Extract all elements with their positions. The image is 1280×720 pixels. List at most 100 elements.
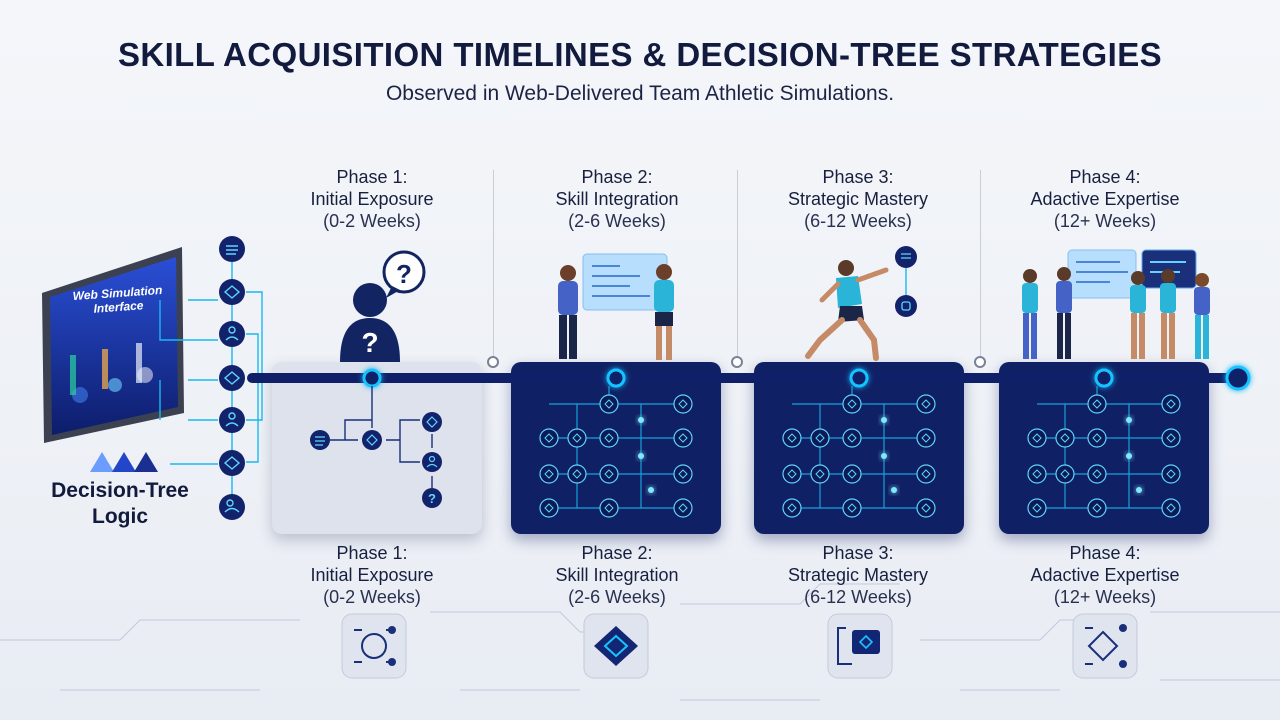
node-diamond-icon — [219, 450, 245, 476]
phase-2-footer-title: Skill Integration — [555, 565, 679, 585]
svg-text:?: ? — [428, 491, 436, 506]
tree-node-icon — [599, 498, 619, 518]
phase-1-title: Initial Exposure — [310, 189, 434, 209]
bottom-icons — [341, 613, 1138, 679]
tree-node-icon — [673, 464, 693, 484]
tree-node-icon — [599, 394, 619, 414]
phase-3-footer: Phase 3: Strategic Mastery (6-12 Weeks) — [748, 542, 968, 608]
tree-node-glyph — [847, 503, 857, 513]
phase-4-header: Phase 4: Adactive Expertise (12+ Weeks) — [995, 166, 1215, 232]
tree-node-glyph — [1032, 503, 1042, 513]
phase-3-name: Phase 3: — [822, 167, 894, 187]
tree-node-glyph — [604, 503, 614, 513]
tree-node-glyph — [1092, 469, 1102, 479]
node-user-icon — [219, 321, 245, 347]
left-connector-lines — [159, 262, 263, 496]
phase-1-header: Phase 1: Initial Exposure (0-2 Weeks) — [262, 166, 482, 232]
tree-node-icon — [782, 428, 802, 448]
phase-2-footer: Phase 2: Skill Integration (2-6 Weeks) — [507, 542, 727, 608]
phase-1-footer-title: Initial Exposure — [310, 565, 434, 585]
tree-node-glyph — [544, 503, 554, 513]
tree-glow-dot — [881, 453, 887, 459]
svg-text:?: ? — [396, 259, 412, 289]
node-user-icon — [219, 407, 245, 433]
phase-4-network-icon — [1072, 613, 1138, 679]
phase-1-decision-tree: ? — [310, 386, 442, 508]
tree-node-glyph — [847, 469, 857, 479]
tree-node-glyph — [678, 433, 688, 443]
phase-4-decision-tree — [1027, 386, 1181, 518]
tree-node-glyph — [815, 433, 825, 443]
tree-node-icon — [567, 428, 587, 448]
tree-node-icon — [782, 498, 802, 518]
tree-node-icon — [1027, 464, 1047, 484]
tree-node-icon — [539, 464, 559, 484]
phase-2-name: Phase 2: — [581, 167, 653, 187]
tree-node-icon — [1087, 464, 1107, 484]
logic-label-line2: Logic — [92, 505, 148, 528]
tree-node-glyph — [604, 399, 614, 409]
tree-node-glyph — [1032, 433, 1042, 443]
node-diamond-icon — [219, 365, 245, 391]
tree-node-glyph — [604, 469, 614, 479]
phase-3-footer-range: (6-12 Weeks) — [804, 587, 912, 607]
tree-node-glyph — [921, 469, 931, 479]
tree-node-icon — [539, 498, 559, 518]
timeline-dot-phase-4 — [1094, 368, 1114, 388]
tree-node-glyph — [847, 433, 857, 443]
tree-node-icon — [842, 498, 862, 518]
timeline-dot-phase-3 — [849, 368, 869, 388]
tree-node-glyph — [1092, 503, 1102, 513]
phase-1-footer-name: Phase 1: — [336, 543, 408, 563]
divider-marker — [731, 356, 743, 368]
tree-node-glyph — [1166, 503, 1176, 513]
timeline-end-dot — [1225, 365, 1251, 391]
tree-node-glyph — [604, 433, 614, 443]
tree-node-icon — [1027, 498, 1047, 518]
tree-node-icon — [1087, 394, 1107, 414]
tree-node-icon — [1027, 428, 1047, 448]
tree-node-icon — [567, 464, 587, 484]
phase-2-range: (2-6 Weeks) — [568, 211, 666, 231]
tree-node-glyph — [544, 433, 554, 443]
tree-node-glyph — [1166, 469, 1176, 479]
phase-3-athlete-illustration — [805, 246, 917, 361]
tree-node-icon — [782, 464, 802, 484]
tree-node-glyph — [1060, 433, 1070, 443]
tree-node-icon — [916, 428, 936, 448]
tree-glow-dot — [648, 487, 654, 493]
tree-node-diamond-icon — [362, 430, 382, 450]
node-diamond-icon — [219, 279, 245, 305]
tree-node-glyph — [678, 469, 688, 479]
tree-glow-dot — [891, 487, 897, 493]
tree-node-icon — [916, 464, 936, 484]
page-title: SKILL ACQUISITION TIMELINES & DECISION-T… — [117, 36, 1163, 73]
tree-node-glyph — [678, 399, 688, 409]
phase-divider — [737, 170, 738, 360]
phase-2-footer-range: (2-6 Weeks) — [568, 587, 666, 607]
logic-label-line1: Decision-Tree — [51, 479, 189, 502]
tablet-illustration — [42, 247, 184, 443]
tree-node-icon — [1087, 498, 1107, 518]
phase-1-range: (0-2 Weeks) — [323, 211, 421, 231]
dark-decision-trees — [539, 386, 1181, 518]
phase-2-header: Phase 2: Skill Integration (2-6 Weeks) — [507, 166, 727, 232]
svg-text:?: ? — [361, 327, 378, 358]
tree-glow-dot — [1136, 487, 1142, 493]
phase-3-footer-title: Strategic Mastery — [787, 565, 929, 585]
page-subtitle: Observed in Web-Delivered Team Athletic … — [385, 82, 895, 105]
phase-4-footer-range: (12+ Weeks) — [1053, 587, 1157, 607]
logo-icon — [90, 452, 158, 472]
tree-node-glyph — [787, 433, 797, 443]
phase-1-footer: Phase 1: Initial Exposure (0-2 Weeks) — [262, 542, 482, 608]
tree-node-icon — [673, 428, 693, 448]
tree-glow-dot — [881, 417, 887, 423]
tree-node-icon — [1161, 394, 1181, 414]
phase-4-range: (12+ Weeks) — [1053, 211, 1157, 231]
tree-node-glyph — [1060, 469, 1070, 479]
phase-3-title: Strategic Mastery — [787, 189, 929, 209]
phase-1-footer-range: (0-2 Weeks) — [323, 587, 421, 607]
tree-node-icon — [599, 428, 619, 448]
tree-glow-dot — [1126, 417, 1132, 423]
timeline — [247, 356, 1251, 391]
